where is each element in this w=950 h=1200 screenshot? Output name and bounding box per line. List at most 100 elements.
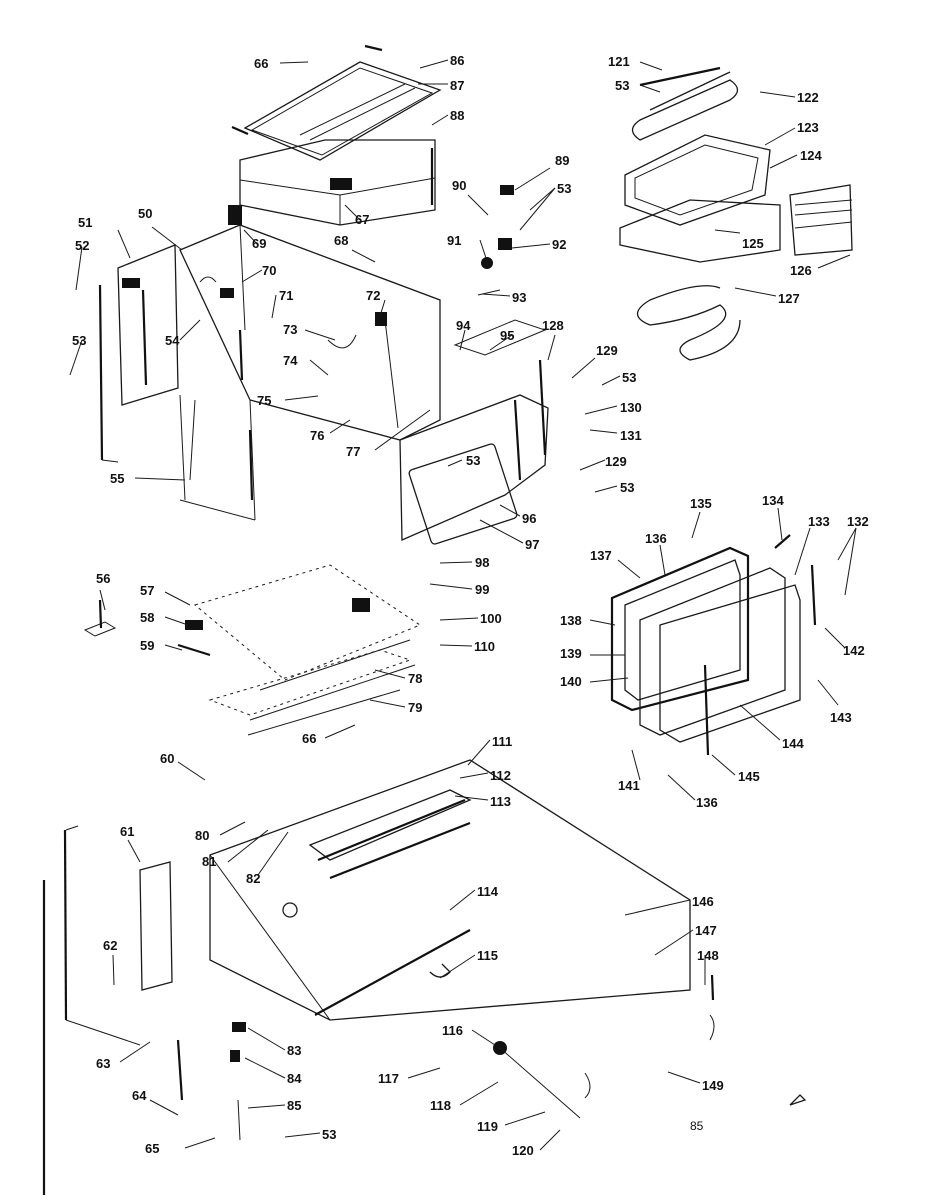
callout-label: 55 [110,471,124,486]
callout-label: 99 [475,582,489,597]
callout-label: 119 [477,1119,498,1134]
callout-label: 115 [477,948,498,963]
callout-label: 96 [522,511,536,526]
oven-cabinet-upper [179,224,441,521]
lower-cabinet [63,759,807,1141]
left-side-panel [98,244,179,463]
callout-label: 52 [75,238,89,253]
callout-label: 92 [552,237,566,252]
callout-label: 84 [287,1071,302,1086]
callout-label: 148 [697,948,719,963]
callout-label: 63 [96,1056,110,1071]
callout-label: 149 [702,1078,724,1093]
callout-label: 56 [96,571,110,586]
callout-label: 76 [310,428,324,443]
callout-label: 123 [797,120,819,135]
callout-label: 66 [254,56,268,71]
callout-label: 65 [145,1141,159,1156]
callout-label: 145 [738,769,760,784]
callout-label: 74 [283,353,298,368]
callout-label: 72 [366,288,380,303]
callout-label: 94 [456,318,471,333]
callout-label: 85 [287,1098,301,1113]
callout-label: 111 [492,734,512,749]
callout-label: 66 [302,731,316,746]
callout-label: 54 [165,333,180,348]
oven-liner [399,359,549,545]
callout-label: 114 [477,884,499,899]
callout-label: 77 [346,444,360,459]
callout-leaders [69,59,857,1151]
callout-label: 126 [790,263,812,278]
callout-label: 135 [690,496,712,511]
callout-label: 81 [202,854,216,869]
callout-label: 113 [490,794,511,809]
callout-label: 50 [138,206,152,221]
callout-label: 87 [450,78,464,93]
callout-label: 141 [618,778,640,793]
callout-label: 53 [557,181,571,196]
callout-label: 53 [620,480,634,495]
callout-label: 53 [466,453,480,468]
callout-label: 90 [452,178,466,193]
callout-label: 69 [252,236,266,251]
callout-label: 53 [622,370,636,385]
callout-label: 136 [645,531,667,546]
callout-label: 57 [140,583,154,598]
callout-label: 82 [246,871,260,886]
callout-label: 100 [480,611,502,626]
callout-label: 134 [762,493,784,508]
callout-label: 71 [279,288,293,303]
callout-label: 53 [615,78,629,93]
callout-label: 142 [843,643,865,658]
callout-label: 117 [378,1071,399,1086]
upper-body-console [228,139,436,226]
callout-labels: 66 86 87 88 121 53 122 123 124 89 53 125… [72,53,869,1158]
callout-label: 86 [450,53,464,68]
callout-label: 132 [847,514,869,529]
callout-label: 97 [525,537,539,552]
oven-cavity-mid [83,564,422,736]
range-assembly-drawing [42,44,857,1195]
callout-label: 95 [500,328,514,343]
callout-label: 120 [512,1143,534,1158]
callout-label: 83 [287,1043,301,1058]
callout-label: 80 [195,828,209,843]
callout-label: 129 [605,454,627,469]
callout-label: 60 [160,751,174,766]
broil-element-assembly [619,66,853,361]
callout-label: 79 [408,700,422,715]
callout-label: 127 [778,291,800,306]
callout-label: 70 [262,263,276,278]
callout-label: 122 [797,90,819,105]
diagram-code: 85 [690,1119,704,1133]
callout-label: 53 [72,333,86,348]
callout-label: 78 [408,671,422,686]
callout-label: 133 [808,514,830,529]
callout-label: 61 [120,824,134,839]
callout-label: 88 [450,108,464,123]
callout-label: 118 [430,1098,451,1113]
callout-label: 110 [474,639,495,654]
callout-label: 64 [132,1088,147,1103]
callout-label: 112 [490,768,511,783]
oven-door-assembly [610,534,817,756]
callout-label: 139 [560,646,582,661]
callout-label: 89 [555,153,569,168]
callout-label: 144 [782,736,804,751]
callout-label: 91 [447,233,461,248]
callout-label: 75 [257,393,271,408]
callout-label: 125 [742,236,764,251]
callout-label: 68 [334,233,348,248]
callout-label: 51 [78,215,92,230]
callout-label: 58 [140,610,154,625]
callout-label: 146 [692,894,714,909]
callout-label: 62 [103,938,117,953]
callout-label: 129 [596,343,618,358]
callout-label: 131 [620,428,642,443]
small-parts-upper [199,185,547,356]
callout-label: 98 [475,555,489,570]
callout-label: 143 [830,710,852,725]
